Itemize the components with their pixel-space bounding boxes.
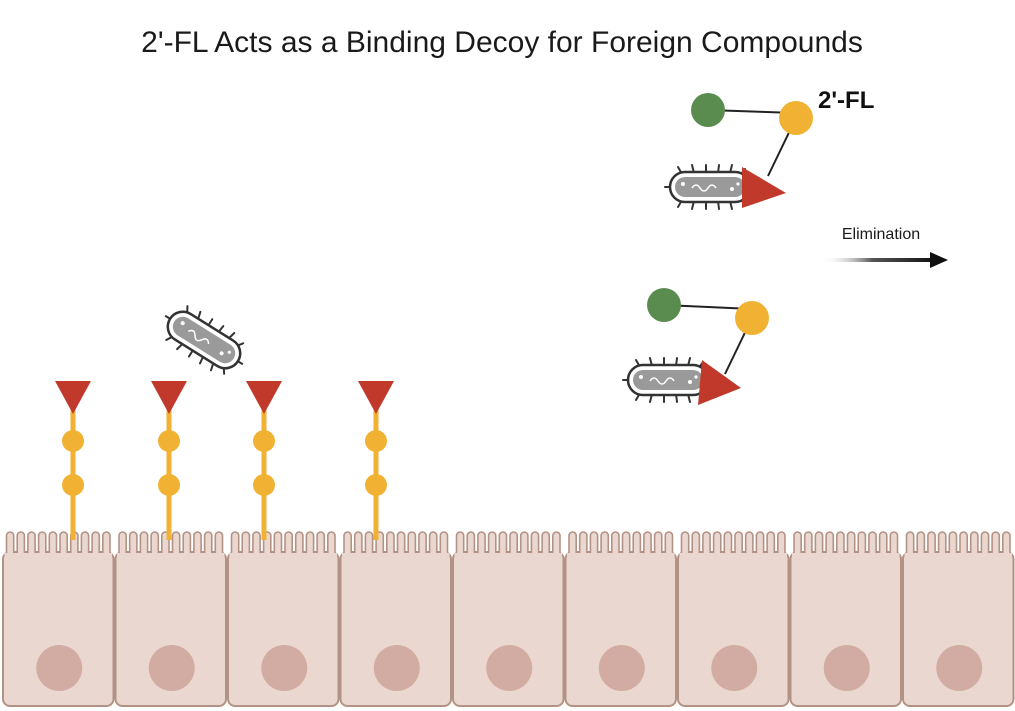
nucleus-icon <box>711 645 758 691</box>
epithelial-cell-icon <box>452 531 565 707</box>
galactose-icon <box>735 301 769 335</box>
galactose-icon <box>365 474 387 496</box>
galactose-icon <box>158 430 180 452</box>
nucleus-icon <box>148 645 195 691</box>
fucose-triangle-icon <box>358 381 394 414</box>
free-bacterium-icon <box>152 296 256 384</box>
fucose-triangle-icon <box>55 381 91 414</box>
cell-body <box>339 551 452 707</box>
epithelial-cell-icon <box>227 531 340 707</box>
epithelial-cell-icon <box>2 531 115 707</box>
decoy-complex-top: 2'-FL <box>663 87 874 211</box>
cell-apical-band <box>679 553 787 561</box>
bound-bacterium-icon <box>663 163 757 211</box>
glycan-receptor-icon <box>246 381 282 540</box>
glycan-receptor-icon <box>55 381 91 540</box>
fucose-triangle-icon <box>698 360 741 405</box>
cell-apical-band <box>454 553 562 561</box>
nucleus-icon <box>598 645 645 691</box>
galactose-icon <box>253 474 275 496</box>
cell-apical-band <box>567 553 675 561</box>
nucleus-icon <box>486 645 533 691</box>
epithelial-cell-icon <box>114 531 227 707</box>
decoy-complex-bottom <box>621 288 769 405</box>
epithelial-cell-icon <box>902 531 1015 707</box>
epithelial-cell-icon <box>789 531 902 707</box>
nucleus-icon <box>936 645 983 691</box>
glucose-icon <box>647 288 681 322</box>
fucose-triangle-icon <box>742 167 786 208</box>
galactose-icon <box>253 430 275 452</box>
molecule-label: 2'-FL <box>818 87 874 114</box>
nucleus-icon <box>373 645 420 691</box>
epithelial-cell-icon <box>339 531 452 707</box>
epithelial-cell-icon <box>564 531 677 707</box>
cell-apical-band <box>4 553 112 561</box>
epithelial-cell-icon <box>677 531 790 707</box>
cell-apical-band <box>792 553 900 561</box>
arrow-shaft <box>822 258 934 262</box>
cell-body <box>452 551 565 707</box>
cell-body <box>2 551 115 707</box>
galactose-icon <box>779 101 813 135</box>
cell-body <box>902 551 1015 707</box>
fucose-triangle-icon <box>246 381 282 414</box>
glucose-icon <box>691 93 725 127</box>
glycan-receptor-icon <box>358 381 394 540</box>
cell-apical-band <box>229 553 337 561</box>
galactose-icon <box>365 430 387 452</box>
surface-receptor-group <box>55 381 394 540</box>
cell-apical-band <box>117 553 225 561</box>
cell-body <box>677 551 790 707</box>
galactose-icon <box>62 474 84 496</box>
cell-body <box>564 551 677 707</box>
galactose-icon <box>62 430 84 452</box>
elimination-label: Elimination <box>842 226 920 243</box>
cell-apical-band <box>904 553 1012 561</box>
cell-apical-band <box>342 553 450 561</box>
cell-body <box>789 551 902 707</box>
arrow-head-icon <box>930 252 948 268</box>
galactose-icon <box>158 474 180 496</box>
nucleus-icon <box>823 645 870 691</box>
cell-body <box>114 551 227 707</box>
nucleus-icon <box>261 645 308 691</box>
nucleus-icon <box>36 645 83 691</box>
cell-body <box>227 551 340 707</box>
elimination-arrow: Elimination <box>822 226 948 268</box>
fucose-triangle-icon <box>151 381 187 414</box>
epithelial-cell-layer <box>2 531 1015 707</box>
diagram-title: 2'-FL Acts as a Binding Decoy for Foreig… <box>141 26 863 59</box>
glycan-receptor-icon <box>151 381 187 540</box>
